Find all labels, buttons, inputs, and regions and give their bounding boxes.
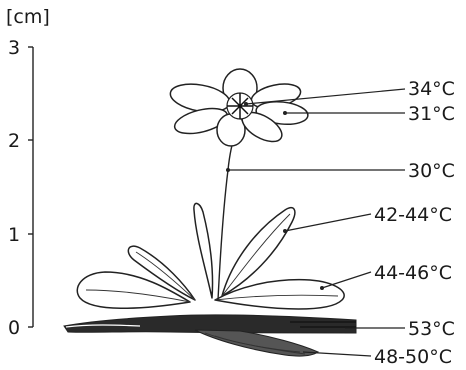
temp-soil: 48-50°C: [374, 346, 452, 368]
axis-tick-1: 1: [8, 224, 20, 246]
leader-lower-leaf: [322, 272, 371, 288]
temp-stem: 30°C: [408, 160, 455, 182]
temp-ground: 53°C: [408, 318, 455, 340]
temp-lower-leaf: 44-46°C: [374, 262, 452, 284]
axis-tick-2: 2: [8, 130, 20, 152]
temp-petal: 31°C: [408, 103, 455, 125]
upright-leaf-left: [194, 203, 213, 298]
axis-tick-0: 0: [8, 317, 20, 339]
temp-upper-leaf: 42-44°C: [374, 204, 452, 226]
height-axis: [cm] 3 2 1 0: [6, 6, 50, 339]
flower: [168, 69, 309, 148]
temperature-labels: 34°C 31°C 30°C 42-44°C 44-46°C 53°C 48-5…: [374, 78, 455, 368]
axis-tick-3: 3: [8, 37, 20, 59]
leader-upper-leaf: [285, 214, 371, 231]
soil-illustration: [64, 315, 356, 356]
temp-flower-center: 34°C: [408, 78, 455, 100]
axis-unit-label: [cm]: [6, 6, 50, 28]
